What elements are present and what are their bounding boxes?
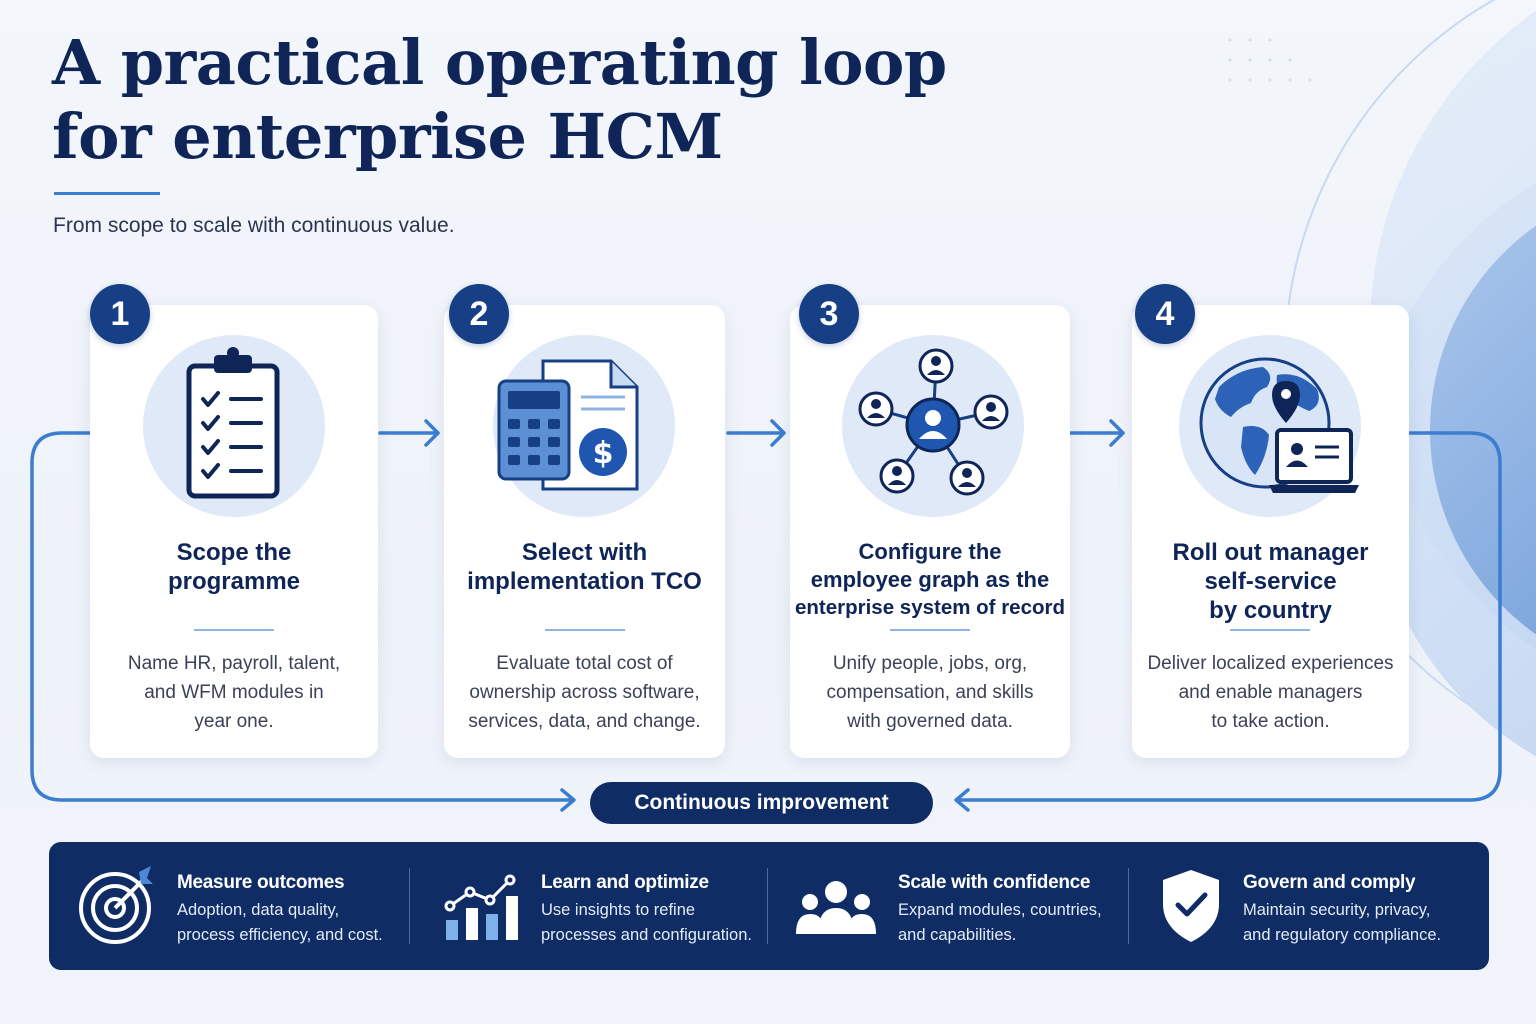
step-3-desc-line: compensation, and skills [826, 682, 1034, 703]
page-title: A practical operating loop for enterpris… [52, 26, 952, 174]
step-2-title: Select with implementation TCO [444, 538, 725, 596]
banner-description: Expand modules, countries, and capabilit… [898, 898, 1102, 948]
step-4-divider [1230, 629, 1310, 631]
banner-item-govern: Govern and comply Maintain security, pri… [1129, 842, 1489, 970]
loop-right-path [956, 431, 1502, 802]
banner-desc-line: Expand modules, countries, [898, 901, 1102, 919]
step-4-icon [1179, 335, 1361, 517]
banner-desc-line: and regulatory compliance. [1243, 926, 1442, 944]
banner-desc-line: processes and configuration. [541, 926, 752, 944]
step-3-desc-line: Unify people, jobs, org, [832, 653, 1028, 674]
banner-separator [409, 868, 410, 944]
step-3-title-line: Configure the [858, 539, 1002, 564]
title-line-2: for enterprise HCM [52, 100, 723, 173]
loop-left-path [30, 431, 574, 802]
step-4-desc-line: Deliver localized experiences [1147, 653, 1394, 674]
step-2-title-line: Select with [521, 539, 648, 566]
step-3-title: Configure the employee graph as the ente… [790, 538, 1070, 622]
step-1-desc-line: year one. [194, 711, 274, 732]
step-3-title-line: employee graph as the [810, 567, 1050, 592]
step-arrow-2 [726, 419, 786, 447]
banner-title: Learn and optimize [541, 872, 709, 893]
step-2-icon: $ [493, 335, 675, 517]
clipboard-checklist-icon [186, 347, 280, 499]
continuous-improvement-label: Continuous improvement [590, 782, 933, 824]
banner-desc-line: Maintain security, privacy, [1243, 901, 1431, 919]
step-1-desc-line: Name HR, payroll, talent, [127, 653, 341, 674]
step-2-description: Evaluate total cost of ownership across … [444, 649, 725, 736]
step-arrow-3 [1069, 419, 1125, 447]
step-4-title: Roll out manager self-service by country [1132, 538, 1409, 625]
step-1-badge: 1 [90, 284, 150, 344]
banner-separator [1128, 868, 1129, 944]
title-line-1: A practical operating loop [52, 26, 947, 99]
step-4-title-line: Roll out manager [1172, 539, 1369, 566]
step-3-badge: 3 [799, 284, 859, 344]
step-3-divider [890, 629, 970, 631]
step-2-desc-line: ownership across software, [469, 682, 700, 703]
step-1-icon [143, 335, 325, 517]
banner-separator [767, 868, 768, 944]
step-1-desc-line: and WFM modules in [144, 682, 324, 703]
target-icon [79, 866, 153, 944]
loop-left-arrowhead [560, 788, 576, 812]
step-4-desc-line: and enable managers [1178, 682, 1363, 703]
banner-desc-line: process efficiency, and cost. [177, 926, 383, 944]
outcomes-banner: Measure outcomes Adoption, data quality,… [49, 842, 1489, 970]
banner-title: Govern and comply [1243, 872, 1416, 893]
banner-item-scale: Scale with confidence Expand modules, co… [768, 842, 1127, 970]
banner-desc-line: Adoption, data quality, [177, 901, 340, 919]
banner-description: Adoption, data quality, process efficien… [177, 898, 383, 948]
step-4-title-line: by country [1209, 597, 1332, 624]
title-underline [54, 192, 160, 195]
shield-check-icon [1163, 870, 1219, 942]
banner-title: Measure outcomes [177, 872, 345, 893]
step-3-icon [842, 335, 1024, 517]
employee-network-icon [858, 348, 1009, 496]
banner-item-learn: Learn and optimize Use insights to refin… [410, 842, 766, 970]
step-3-description: Unify people, jobs, org, compensation, a… [790, 649, 1070, 736]
step-1-divider [194, 629, 274, 631]
people-group-icon [796, 881, 876, 934]
banner-description: Maintain security, privacy, and regulato… [1243, 898, 1441, 948]
banner-desc-line: Use insights to refine [541, 901, 696, 919]
banner-description: Use insights to refine processes and con… [541, 898, 752, 948]
step-arrow-1 [378, 419, 440, 447]
step-2-divider [545, 629, 625, 631]
step-4-desc-line: to take action. [1211, 711, 1330, 732]
step-4-description: Deliver localized experiences and enable… [1132, 649, 1409, 736]
banner-desc-line: and capabilities. [898, 926, 1017, 944]
step-2-desc-line: Evaluate total cost of [496, 653, 673, 674]
calculator-document-icon: $ [497, 359, 639, 491]
step-3-title-line: enterprise system of record [794, 596, 1066, 619]
globe-laptop-icon [1199, 357, 1359, 493]
banner-item-measure: Measure outcomes Adoption, data quality,… [49, 842, 409, 970]
subtitle: From scope to scale with continuous valu… [53, 214, 455, 237]
step-3-desc-line: with governed data. [847, 711, 1013, 732]
step-1-title: Scope the programme [90, 538, 378, 596]
growth-chart-icon [444, 874, 518, 940]
step-1-description: Name HR, payroll, talent, and WFM module… [90, 649, 378, 736]
step-4-badge: 4 [1135, 284, 1195, 344]
step-1-title-line: programme [167, 568, 301, 595]
loop-right-arrowhead [954, 788, 970, 812]
banner-title: Scale with confidence [898, 872, 1091, 893]
step-2-desc-line: services, data, and change. [468, 711, 701, 732]
step-2-badge: 2 [449, 284, 509, 344]
step-2-title-line: implementation TCO [467, 568, 702, 595]
step-4-title-line: self-service [1204, 568, 1337, 595]
svg-text:$: $ [593, 436, 614, 471]
step-1-title-line: Scope the [176, 539, 292, 566]
